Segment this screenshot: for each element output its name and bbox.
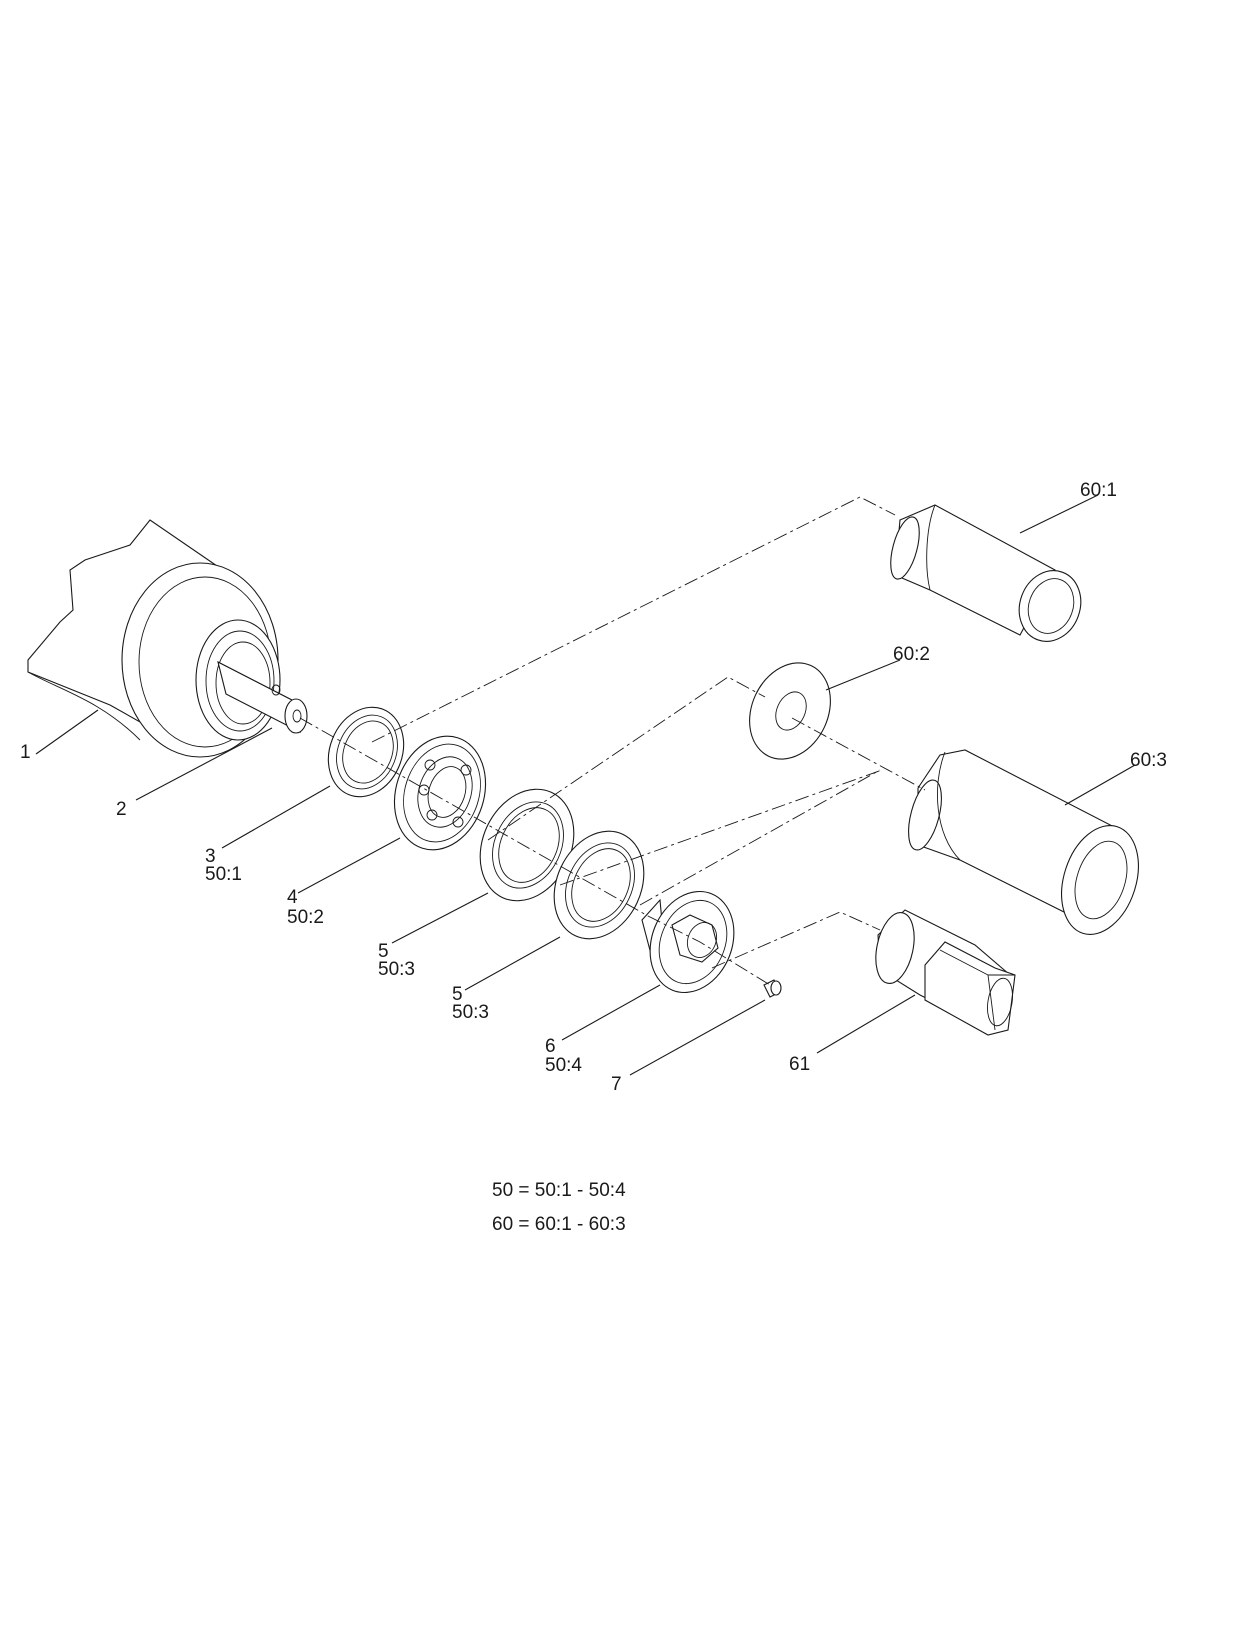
callout-61: 61 <box>789 1054 810 1075</box>
callout-3: 3 <box>205 846 216 867</box>
callout-6: 6 <box>545 1036 556 1057</box>
part-1-housing <box>27 519 281 758</box>
part-60-3-sleeve <box>908 749 1139 935</box>
part-6-flange-nut <box>641 890 735 994</box>
part-60-1-sleeve <box>890 504 1082 642</box>
part-5-washer-b <box>553 830 645 940</box>
legend-line-60: 60 = 60:1 - 60:3 <box>492 1214 626 1235</box>
part-4-bearing <box>393 735 487 851</box>
callout-3-sub: 50:1 <box>205 864 242 885</box>
part-2-shaft <box>217 660 308 734</box>
callout-60-3: 60:3 <box>1130 750 1167 771</box>
callout-6-sub: 50:4 <box>545 1055 582 1076</box>
callout-5b: 5 <box>452 984 463 1005</box>
callout-4-sub: 50:2 <box>287 907 324 928</box>
callout-1: 1 <box>20 742 31 763</box>
part-3-seal <box>327 706 405 798</box>
assembly-center-lines <box>299 496 926 986</box>
leader-lines <box>35 494 1136 1076</box>
callout-5a-sub: 50:3 <box>378 959 415 980</box>
callout-2: 2 <box>116 799 127 820</box>
callout-4: 4 <box>287 887 298 908</box>
callout-60-2: 60:2 <box>893 644 930 665</box>
callout-60-1: 60:1 <box>1080 480 1117 501</box>
callout-7: 7 <box>611 1074 622 1095</box>
legend-line-50: 50 = 50:1 - 50:4 <box>492 1180 626 1201</box>
callout-5b-sub: 50:3 <box>452 1002 489 1023</box>
callout-labels: 1 2 3 50:1 4 50:2 5 50:3 5 50:3 6 50:4 7… <box>20 480 1167 1095</box>
part-61-hex-socket <box>875 909 1016 1036</box>
part-60-2-washer <box>749 662 831 760</box>
callout-5a: 5 <box>378 941 389 962</box>
